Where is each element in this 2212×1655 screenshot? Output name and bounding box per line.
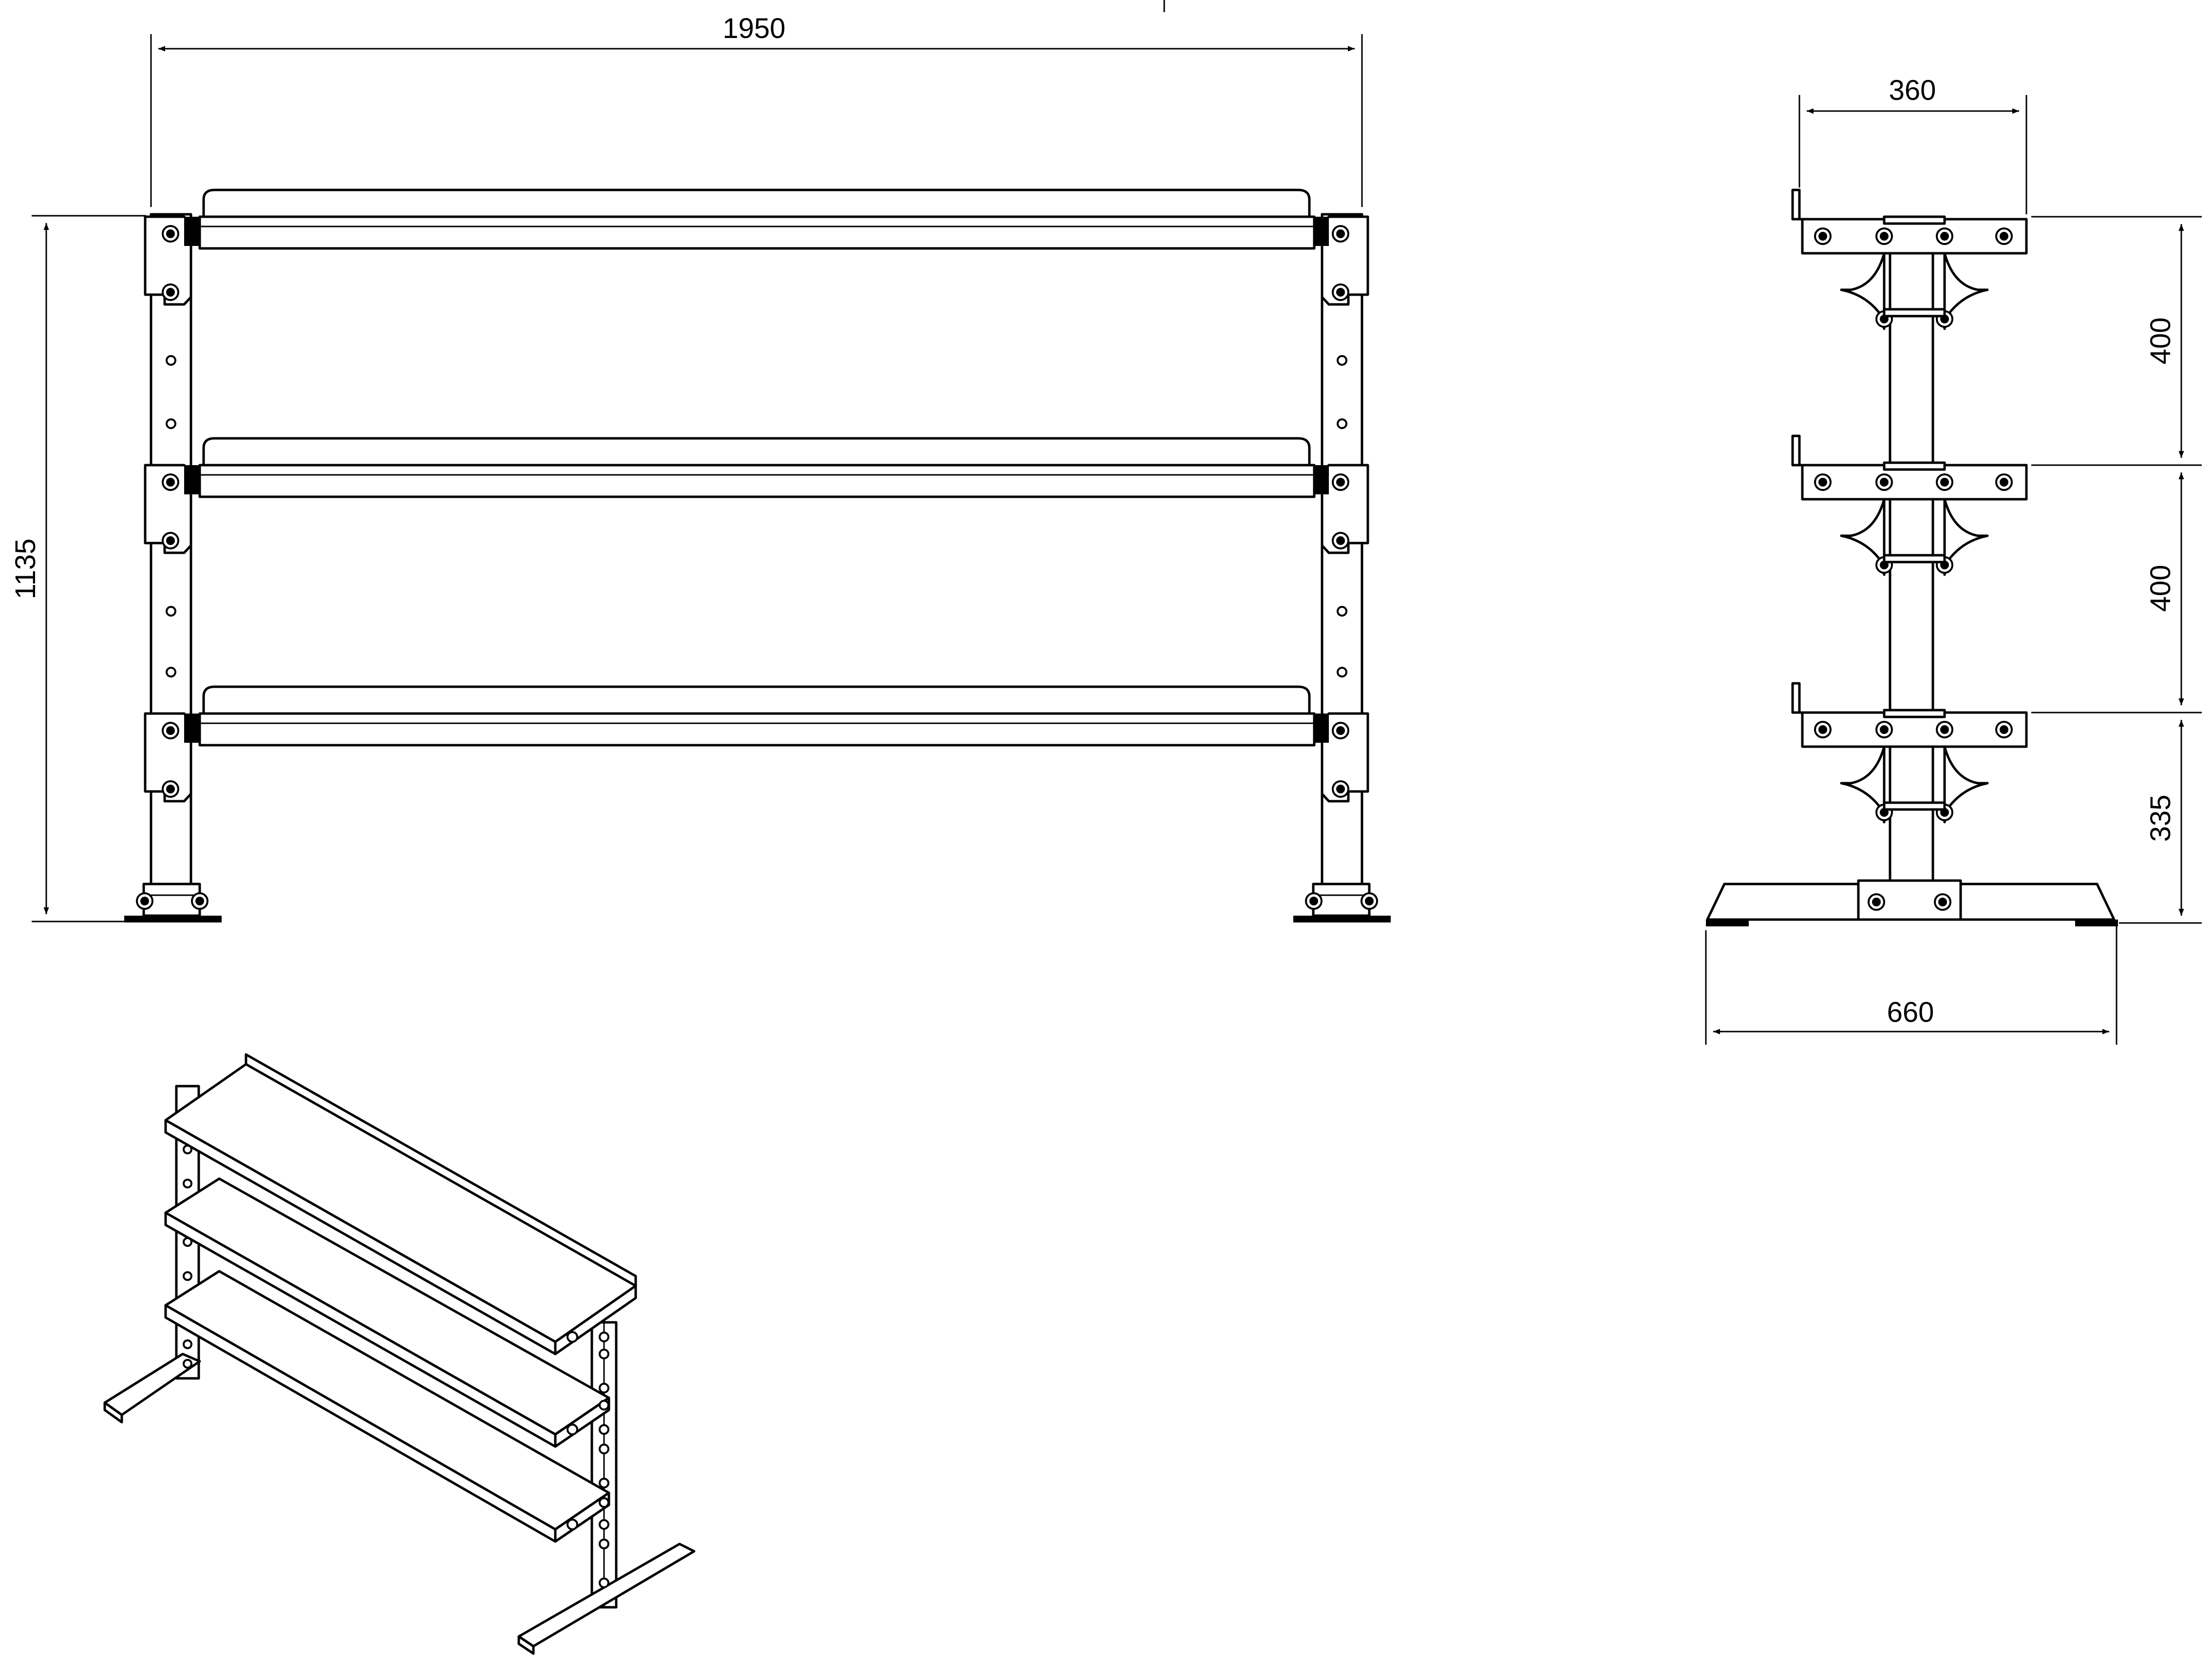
side-upright [1889, 215, 1934, 885]
height-label: 1135 [10, 539, 41, 600]
front-view: 1950 1135 [10, 0, 1391, 922]
spacing-middle-label: 400 [2145, 565, 2176, 612]
shelf-bottom [200, 687, 1314, 745]
width-label: 1950 [722, 13, 785, 44]
right-foot [1293, 883, 1391, 922]
side-base [1706, 879, 2118, 926]
iso-shelf-top [164, 1053, 637, 1355]
iso-bolts [183, 1145, 609, 1588]
shelf-top [200, 190, 1314, 248]
base-width-label: 660 [1887, 997, 1934, 1028]
side-arm-top [1793, 190, 2026, 329]
dimension-spacing: 400 400 335 [2031, 216, 2202, 924]
side-view: 360 400 400 335 660 [1705, 75, 2202, 1045]
shelf-middle [200, 438, 1314, 497]
side-arm-middle [1793, 436, 2026, 575]
side-arm-bottom [1793, 683, 2026, 822]
dimension-height: 1135 [10, 215, 146, 922]
isometric-view [103, 1053, 696, 1655]
dimension-shelf-depth: 360 [1798, 75, 2027, 214]
dimension-width: 1950 [150, 0, 1363, 207]
iso-shelf-middle [164, 1177, 610, 1448]
dimension-base-width: 660 [1705, 925, 2117, 1045]
depth-label: 360 [1889, 75, 1936, 106]
left-foot [124, 883, 222, 922]
spacing-bottom-label: 335 [2145, 795, 2176, 842]
spacing-top-label: 400 [2145, 318, 2176, 365]
iso-shelf-bottom [164, 1270, 610, 1543]
upright-holes [166, 355, 1347, 677]
